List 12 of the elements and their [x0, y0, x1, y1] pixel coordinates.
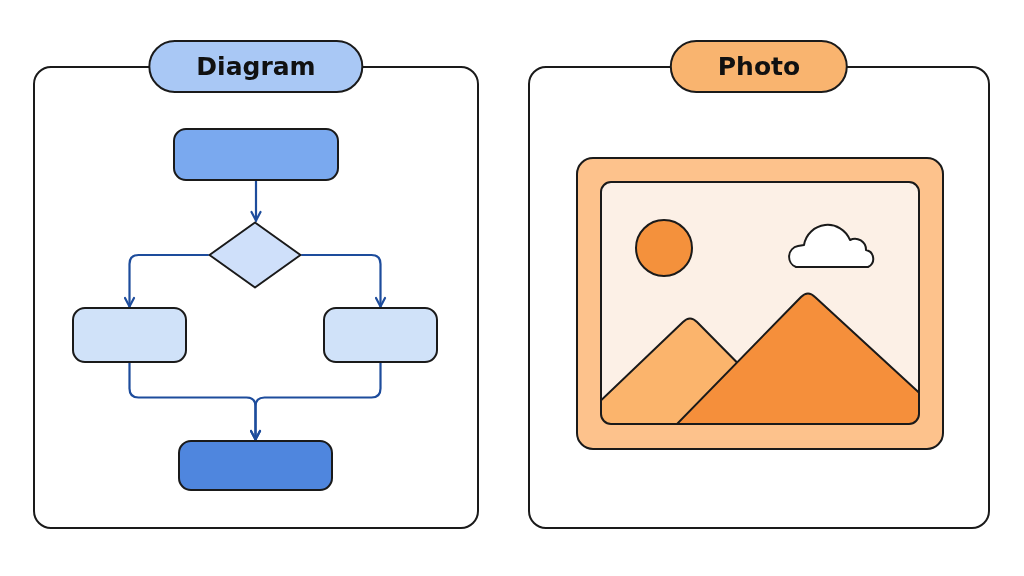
arrow [300, 253, 387, 309]
process-box [173, 128, 339, 181]
arrow [249, 361, 382, 442]
panel-heading: Photo [669, 40, 849, 93]
arrow [250, 179, 262, 223]
process-box [178, 440, 333, 491]
panel-heading: Diagram [148, 40, 364, 93]
arrow [123, 253, 210, 309]
landscape-picture [576, 157, 944, 450]
process-box [72, 307, 187, 363]
decision-diamond [208, 221, 302, 289]
process-box [323, 307, 438, 363]
